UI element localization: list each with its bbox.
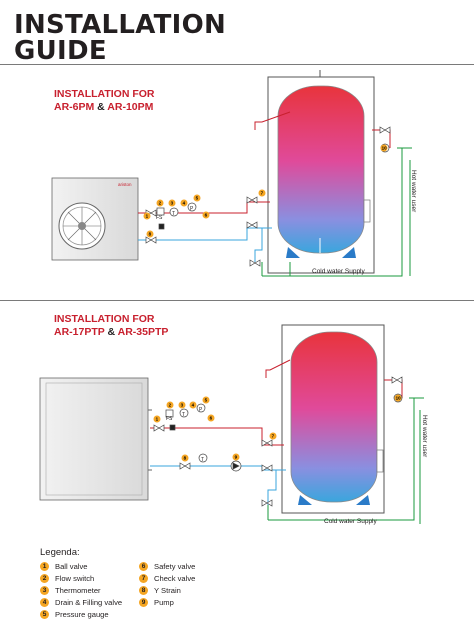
section-divider	[0, 300, 474, 301]
legend-item: 8 Y Strain	[139, 586, 181, 595]
svg-text:2: 2	[169, 403, 172, 408]
legend-label: Pressure gauge	[55, 610, 109, 619]
legend-label: Safety valve	[154, 562, 196, 571]
legend-item: 6 Safety valve	[139, 562, 195, 571]
svg-text:3: 3	[181, 403, 184, 408]
heat-pump-unit-2	[39, 377, 149, 501]
cold-water-label-1: Cold water Supply	[312, 268, 365, 275]
storage-tank-1	[277, 85, 365, 254]
svg-text:6: 6	[205, 213, 208, 218]
legend-item: 5 Pressure gauge	[40, 610, 109, 619]
legend-num: 6	[139, 562, 148, 571]
legend-num: 4	[40, 598, 49, 607]
fittings-2	[153, 376, 403, 507]
svg-text:5: 5	[196, 196, 199, 201]
legend-num: 9	[139, 598, 148, 607]
legend-num: 8	[139, 586, 148, 595]
section2-heading: INSTALLATION FOR AR-17PTP & AR-35PTP	[54, 313, 168, 339]
svg-text:7: 7	[272, 434, 275, 439]
section1-heading: INSTALLATION FOR AR-6PM & AR-10PM	[54, 88, 155, 114]
thermometer-label-3: T	[201, 457, 204, 463]
legend-item: 3 Thermometer	[40, 586, 101, 595]
legend-label: Thermometer	[55, 586, 101, 595]
legend-num: 1	[40, 562, 49, 571]
brand-label-1: ariston	[118, 182, 132, 187]
legend-label: Y Strain	[154, 586, 181, 595]
legend-num: 2	[40, 574, 49, 583]
legend-num: 3	[40, 586, 49, 595]
svg-text:10: 10	[396, 396, 402, 401]
svg-text:1: 1	[156, 417, 159, 422]
section1-prefix: INSTALLATION FOR	[54, 88, 155, 100]
diagram-1: ariston FS T P	[51, 70, 417, 277]
section1-model-a: AR-6PM	[54, 101, 95, 113]
svg-text:8: 8	[184, 456, 187, 461]
legend-item: 9 Pump	[139, 598, 174, 607]
legend-label: Check valve	[154, 574, 196, 583]
section1-amp: &	[94, 101, 108, 113]
page-title: INSTALLATION GUIDE	[14, 12, 226, 64]
legend-label: Pump	[154, 598, 174, 607]
section1-model-b: AR-10PM	[107, 101, 154, 113]
fittings-1	[145, 126, 391, 267]
svg-text:10: 10	[382, 146, 388, 151]
flow-switch-label-1: FS	[156, 215, 163, 221]
storage-tank-2	[290, 331, 378, 503]
svg-text:3: 3	[171, 201, 174, 206]
svg-text:1: 1	[146, 214, 149, 219]
legend-label: Ball valve	[55, 562, 88, 571]
svg-text:4: 4	[183, 201, 186, 206]
hot-water-label-2: Hot water user	[421, 415, 428, 458]
legend-num: 5	[40, 610, 49, 619]
legend-label: Drain & Filling valve	[55, 598, 123, 607]
legend-num: 7	[139, 574, 148, 583]
legend-label: Flow switch	[55, 574, 95, 583]
section2-model-b: AR-35PTP	[117, 326, 169, 338]
hot-water-label-1: Hot water user	[410, 170, 417, 213]
badges-1: 1 2 3 4 5 6 7 8 10	[143, 144, 388, 238]
section2-prefix: INSTALLATION FOR	[54, 313, 155, 325]
header-divider	[0, 64, 474, 65]
svg-text:9: 9	[235, 455, 238, 460]
svg-text:2: 2	[159, 201, 162, 206]
badges-2: 1 2 3 4 5 6 7 8 9 10	[153, 394, 402, 462]
legend-title: Legenda:	[40, 547, 80, 558]
svg-text:4: 4	[192, 403, 195, 408]
svg-text:5: 5	[205, 398, 208, 403]
pressure-label-1: P	[190, 206, 194, 212]
svg-text:7: 7	[261, 191, 264, 196]
flow-switch-label-2: FS	[166, 416, 173, 422]
legend-item: 4 Drain & Filling valve	[40, 598, 122, 607]
section2-amp: &	[104, 326, 118, 338]
legend-item: 7 Check valve	[139, 574, 195, 583]
legend-item: 1 Ball valve	[40, 562, 88, 571]
title-line-2: GUIDE	[14, 36, 107, 66]
thermometer-label-1: T	[172, 211, 175, 217]
section2-model-a: AR-17PTP	[54, 326, 105, 338]
legend-item: 2 Flow switch	[40, 574, 94, 583]
title-line-1: INSTALLATION	[14, 10, 227, 40]
thermometer-label-2: T	[182, 412, 185, 418]
cold-water-label-2: Cold water Supply	[324, 518, 377, 525]
svg-text:8: 8	[149, 232, 152, 237]
svg-text:6: 6	[210, 416, 213, 421]
diagram-2: FS T P T 1 2 3 4 5 6 7 8 9 10 Cold water…	[39, 324, 428, 525]
pressure-label-2: P	[199, 407, 203, 413]
